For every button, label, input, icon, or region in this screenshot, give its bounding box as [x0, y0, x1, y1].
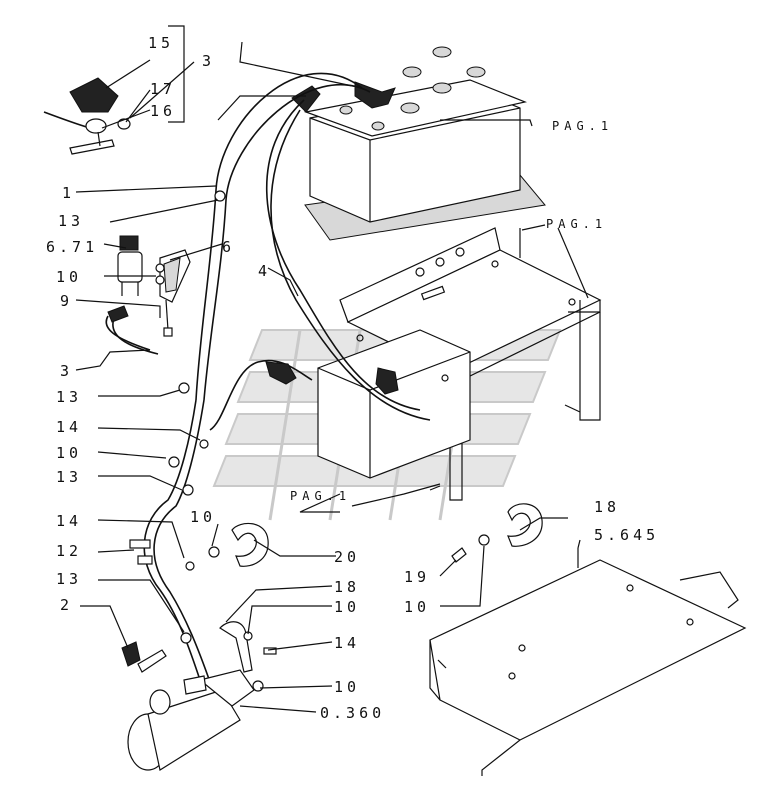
label-0-360: 0.360 — [320, 704, 385, 722]
cable-harness — [105, 72, 431, 683]
label-13-b: 13 — [56, 388, 82, 406]
label-16: 16 — [150, 102, 176, 120]
label-6: 6 — [222, 238, 235, 256]
label-17: 17 — [150, 80, 176, 98]
clamp-straps — [219, 503, 543, 692]
label-18-a: 18 — [334, 578, 360, 596]
part-labels: 15 3 17 16 1 13 6.71 6 10 9 4 3 13 14 10… — [46, 34, 659, 722]
label-10-c: 10 — [190, 508, 216, 526]
page-ref-lower: PAG.1 — [290, 489, 351, 503]
page-ref-tray: PAG.1 — [546, 217, 607, 231]
label-12: 12 — [56, 542, 82, 560]
terminal-clamp-group — [43, 77, 131, 155]
battery-tray-bracket — [317, 227, 602, 501]
label-10-e: 10 — [334, 678, 360, 696]
label-10-d: 10 — [334, 598, 360, 616]
starter-motor — [121, 641, 255, 771]
label-15: 15 — [148, 34, 174, 52]
label-3-mid: 3 — [60, 362, 73, 380]
label-14-c: 14 — [334, 634, 360, 652]
label-13-d: 13 — [56, 570, 82, 588]
base-plate — [429, 548, 747, 776]
label-4: 4 — [258, 262, 271, 280]
page-references: PAG.1 PAG.1 PAG.1 — [290, 119, 613, 503]
label-5-645: 5.645 — [594, 526, 659, 544]
label-10-a: 10 — [56, 268, 82, 286]
battery-top — [291, 46, 546, 241]
switch-relay-group — [107, 235, 297, 385]
label-3-top: 3 — [202, 52, 215, 70]
leader-lines — [75, 25, 600, 713]
label-6-71: 6.71 — [46, 238, 98, 256]
label-1: 1 — [62, 184, 75, 202]
harness-clips — [129, 190, 226, 644]
label-14-a: 14 — [56, 418, 82, 436]
label-20: 20 — [334, 548, 360, 566]
label-2: 2 — [60, 596, 73, 614]
label-13-c: 13 — [56, 468, 82, 486]
label-14-b: 14 — [56, 512, 82, 530]
label-9: 9 — [60, 292, 73, 310]
label-10-b: 10 — [56, 444, 82, 462]
label-18-b: 18 — [594, 498, 620, 516]
label-13-a: 13 — [58, 212, 84, 230]
label-19: 19 — [404, 568, 430, 586]
page-ref-battery: PAG.1 — [552, 119, 613, 133]
label-10-f: 10 — [404, 598, 430, 616]
